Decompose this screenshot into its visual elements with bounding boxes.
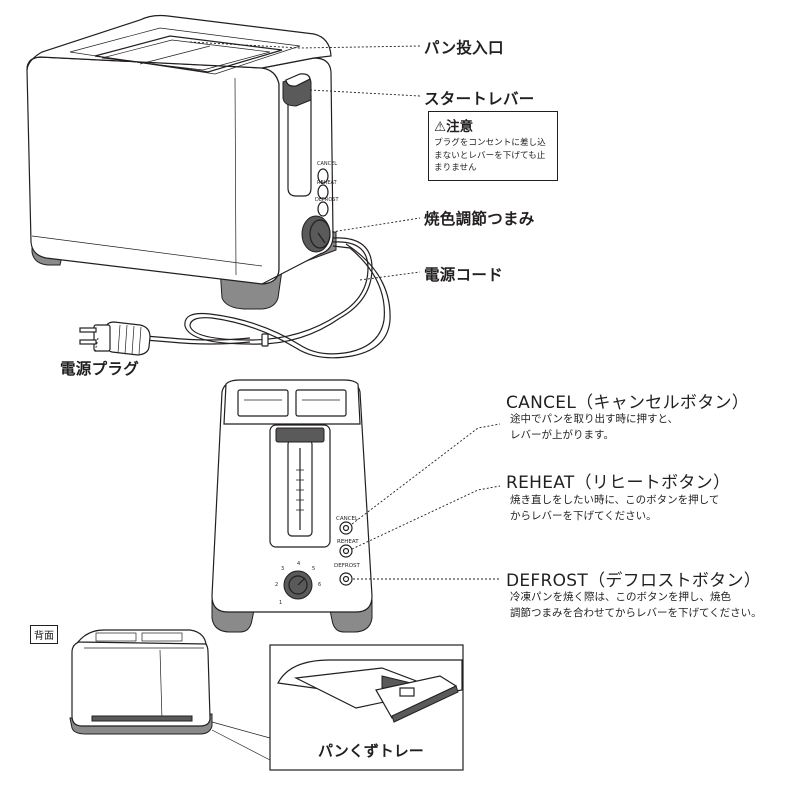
dial-mark: 2 [275, 582, 278, 588]
slot-callout: パン投入口 [424, 39, 504, 57]
power-plug [79, 321, 151, 356]
cancel-desc-line: レバーが上がります。 [510, 429, 614, 441]
defrost-desc-line: 調節つまみを合わせてからレバーを下げてください。 [510, 607, 762, 619]
caution-body: プラグをコンセントに差し込まないとレバーを下げても止まりません [434, 138, 546, 173]
reheat-title: REHEAT（リヒートボタン） [506, 473, 731, 493]
reheat-desc-line: からレバーを下げてください。 [510, 510, 657, 522]
toaster-front-view [211, 379, 373, 633]
dial-mark: 1 [279, 600, 282, 606]
dial-callout: 焼色調節つまみ [424, 210, 535, 228]
reheat-desc-line: 焼き直しをしたい時に、このボタンを押して [510, 494, 720, 506]
crumb-tray-detail [269, 644, 464, 771]
back-view-tag: 背面 [30, 625, 58, 644]
toaster-back-view [69, 629, 213, 735]
panel-cancel-text: CANCEL [336, 516, 359, 522]
svg-text:DEFROST: DEFROST [315, 197, 339, 203]
dial-mark: 3 [281, 566, 284, 572]
tray-connector [211, 721, 271, 761]
top-leaders [94, 41, 421, 353]
dial-mark: 4 [297, 561, 300, 567]
button-leaders [351, 423, 501, 580]
cancel-title: CANCEL（キャンセルボタン） [506, 393, 750, 413]
dial-mark: 6 [318, 582, 321, 588]
dial-marks: 1 2 3 4 5 6 [275, 561, 321, 606]
caution-box: ⚠注意 プラグをコンセントに差し込まないとレバーを下げても止まりません [428, 111, 558, 181]
cancel-desc-line: 途中でパンを取り出す時に押すと、 [510, 413, 679, 425]
caution-title: ⚠注意 [434, 119, 474, 135]
svg-text:REHEAT: REHEAT [317, 180, 338, 186]
dial-mark: 5 [312, 566, 315, 572]
cord-callout: 電源コード [424, 266, 504, 284]
plug-callout: 電源プラグ [60, 360, 140, 378]
defrost-desc-line: 冷凍パンを焼く際は、このボタンを押し、焼色 [510, 591, 732, 603]
svg-text:CANCEL: CANCEL [317, 161, 337, 167]
lever-callout: スタートレバー [424, 90, 535, 108]
panel-reheat-text: REHEAT [337, 539, 359, 545]
power-cord [144, 237, 391, 359]
defrost-title: DEFROST（デフロストボタン） [506, 571, 762, 591]
crumb-tray-label: パンくずトレー [318, 742, 424, 760]
toaster-side-view [26, 14, 337, 310]
panel-defrost-text: DEFROST [334, 563, 361, 569]
